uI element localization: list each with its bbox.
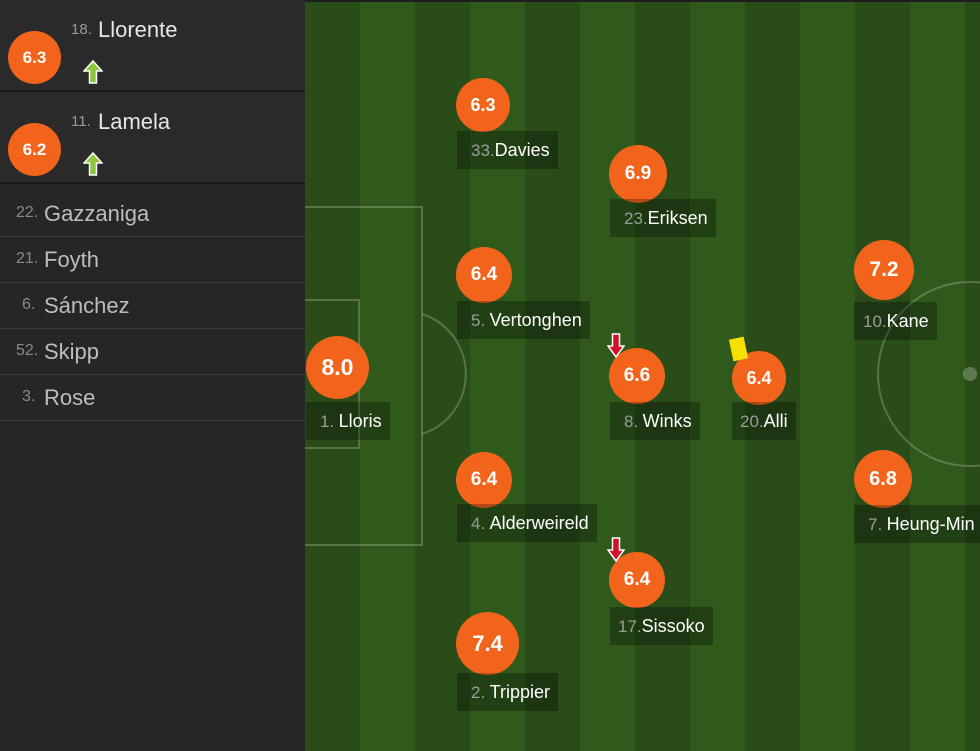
shirt-number: 22.: [16, 204, 39, 221]
rating-badge: 7.4: [456, 612, 519, 675]
arrow-down-icon: [607, 333, 625, 359]
shirt-number: 6.: [22, 296, 36, 313]
player-name: Rose: [44, 385, 96, 410]
rating-badge: 6.4: [456, 247, 512, 303]
player-name: Lamela: [98, 109, 171, 134]
player-label: 5. Vertonghen: [457, 301, 590, 339]
shirt-number: 4.: [471, 514, 486, 533]
shirt-number: 33.: [471, 141, 495, 160]
player-name: Llorente: [98, 17, 178, 42]
player-name: Alderweireld: [489, 513, 589, 533]
player-name: Eriksen: [647, 208, 708, 228]
player-name: Sissoko: [641, 616, 705, 636]
player-label: 33.Davies: [457, 131, 558, 169]
rating-badge: 7.2: [854, 240, 914, 300]
shirt-number: 1.: [320, 412, 335, 431]
shirt-number: 23.: [624, 209, 648, 228]
arrow-up-icon: [83, 152, 103, 176]
player-label: 7. Heung-Min: [854, 505, 980, 543]
shirt-number: 8.: [624, 412, 639, 431]
shirt-number: 11.: [71, 113, 91, 130]
player-name: Lloris: [338, 411, 382, 431]
shirt-number: 18.: [71, 21, 92, 38]
player-label: 20.Alli: [732, 402, 796, 440]
player-label: 4. Alderweireld: [457, 504, 597, 542]
player-label: 8. Winks: [610, 402, 700, 440]
player-name: Foyth: [44, 247, 100, 272]
player-name: Winks: [642, 411, 692, 431]
rating-badge: 6.6: [609, 348, 665, 404]
pitch: 6.3 33.Davies 6.9 23.Eriksen 6.4 5. Vert…: [305, 2, 980, 751]
player-label: 10.Kane: [854, 302, 937, 340]
substitute-row[interactable]: 6.3 18. Llorente: [0, 0, 305, 92]
rating-badge: 6.2: [8, 123, 61, 176]
player-name: Davies: [494, 140, 550, 160]
player-name: Kane: [886, 311, 929, 331]
shirt-number: 5.: [471, 311, 486, 330]
player-name: Skipp: [44, 339, 100, 364]
shirt-number: 21.: [16, 250, 39, 267]
arrow-up-icon: [83, 60, 103, 84]
player-label: 1. Lloris: [306, 402, 390, 440]
bench-row[interactable]: 21. Foyth: [0, 237, 305, 283]
shirt-number: 3.: [22, 388, 36, 405]
player-name: Alli: [763, 411, 788, 431]
bench-row[interactable]: 22. Gazzaniga: [0, 191, 305, 237]
shirt-number: 52.: [16, 342, 39, 359]
rating-badge: 6.4: [732, 351, 786, 405]
player-label: 23.Eriksen: [610, 199, 716, 237]
substitutes-panel: 6.3 18. Llorente 6.2 11. Lamela 22. Gazz…: [0, 0, 305, 751]
rating-badge: 6.3: [8, 31, 61, 84]
player-label: 2. Trippier: [457, 673, 558, 711]
rating-badge: 6.8: [854, 450, 912, 508]
player-label: 17.Sissoko: [610, 607, 713, 645]
rating-badge: 6.4: [456, 452, 512, 508]
rating-badge: 8.0: [306, 336, 369, 399]
substitute-row[interactable]: 6.2 11. Lamela: [0, 92, 305, 184]
shirt-number: 20.: [740, 412, 764, 431]
player-name: Gazzaniga: [44, 201, 150, 226]
rating-badge: 6.9: [609, 145, 667, 203]
shirt-number: 17.: [618, 617, 642, 636]
bench-row[interactable]: 3. Rose: [0, 375, 305, 421]
rating-badge: 6.3: [456, 78, 510, 132]
shirt-number: 2.: [471, 683, 486, 702]
rating-badge: 6.4: [609, 552, 665, 608]
shirt-number: 10.: [863, 312, 887, 331]
player-name: Vertonghen: [489, 310, 582, 330]
player-name: Sánchez: [44, 293, 130, 318]
bench-row[interactable]: 6. Sánchez: [0, 283, 305, 329]
player-name: Trippier: [489, 682, 550, 702]
player-name: Heung-Min: [886, 514, 975, 534]
arrow-down-icon: [607, 537, 625, 563]
bench-row[interactable]: 52. Skipp: [0, 329, 305, 375]
shirt-number: 7.: [868, 515, 883, 534]
